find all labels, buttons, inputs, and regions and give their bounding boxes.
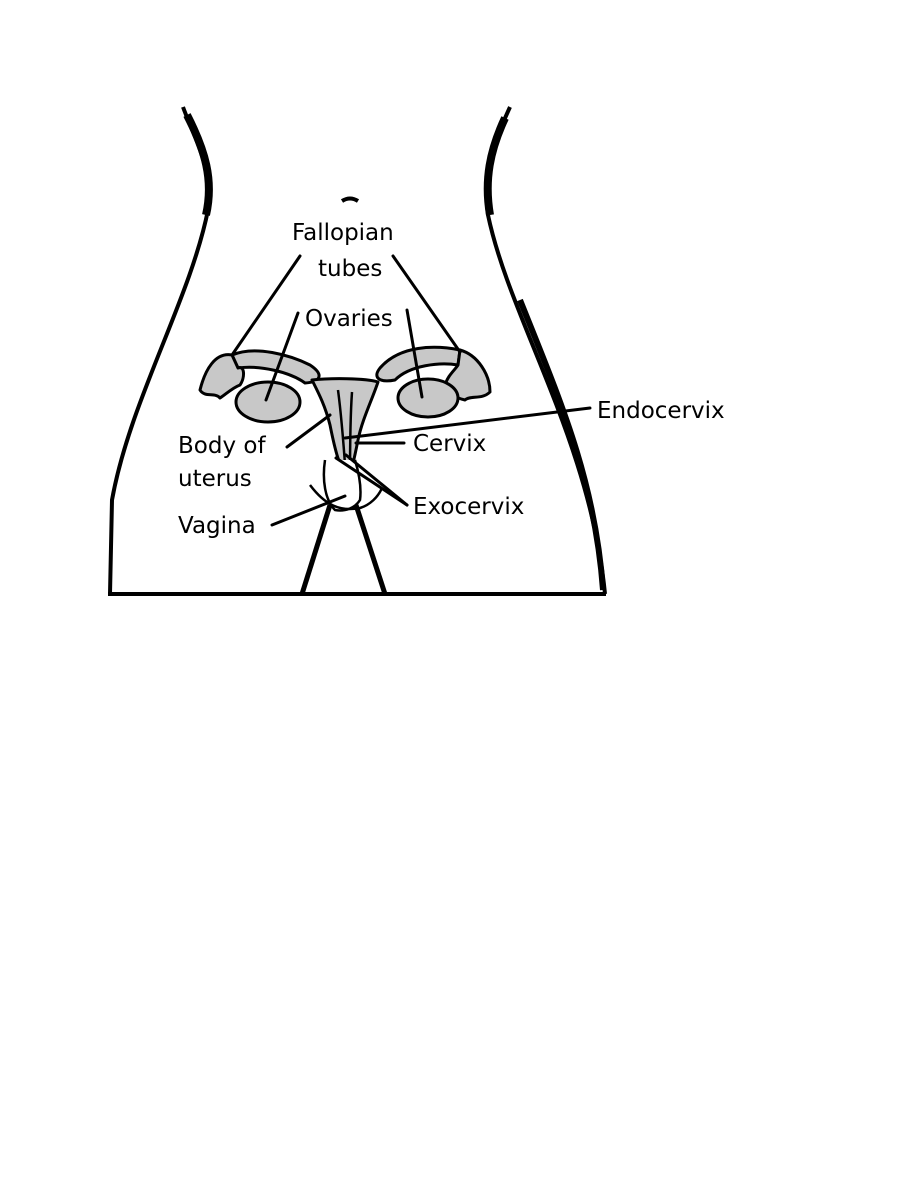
left-fallopian-tube — [230, 349, 321, 385]
right-ovary — [396, 377, 460, 419]
label-vagina: Vagina — [178, 513, 256, 539]
label-body-of-uterus-line2: uterus — [178, 466, 252, 492]
label-fallopian-tubes-line2: tubes — [318, 256, 382, 282]
uterus-body — [310, 377, 380, 480]
label-body-of-uterus-line1: Body of — [178, 433, 266, 459]
label-cervix: Cervix — [413, 431, 486, 457]
label-ovaries: Ovaries — [305, 306, 393, 332]
right-fallopian-tube — [375, 345, 462, 383]
right-fimbriae — [443, 348, 492, 402]
label-endocervix: Endocervix — [597, 398, 725, 424]
navel — [340, 196, 360, 203]
left-ovary — [234, 380, 302, 424]
leader-lines — [230, 254, 592, 527]
uterus-and-tubes — [198, 345, 492, 512]
label-exocervix: Exocervix — [413, 494, 524, 520]
label-fallopian-tubes-line1: Fallopian — [292, 220, 394, 246]
left-fimbriae — [198, 353, 245, 400]
labels: Fallopian tubes Ovaries Endocervix Body … — [178, 220, 725, 539]
body-outline — [108, 106, 607, 596]
